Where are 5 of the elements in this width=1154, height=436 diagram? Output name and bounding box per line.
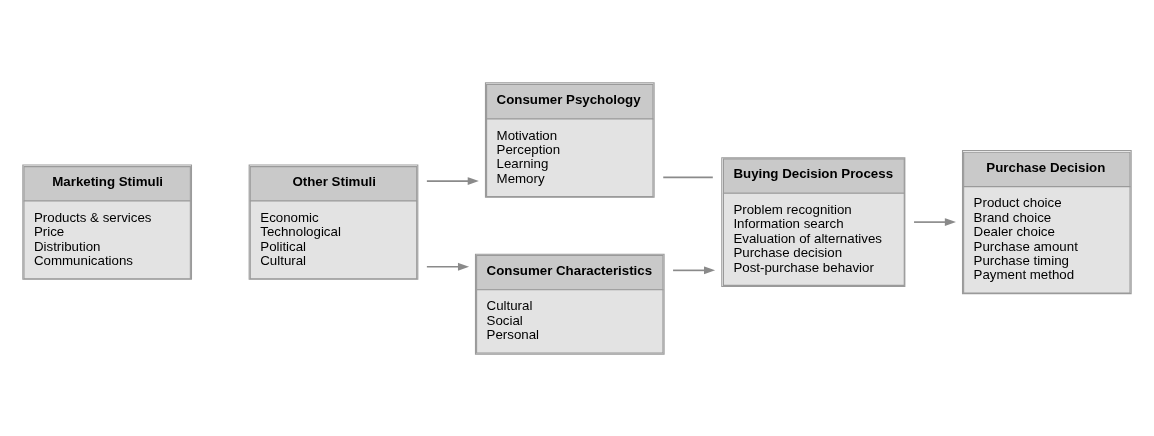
connector xyxy=(662,176,714,178)
arrow xyxy=(426,176,479,185)
arrow xyxy=(913,217,956,226)
arrow xyxy=(426,262,470,271)
arrow xyxy=(672,266,716,274)
